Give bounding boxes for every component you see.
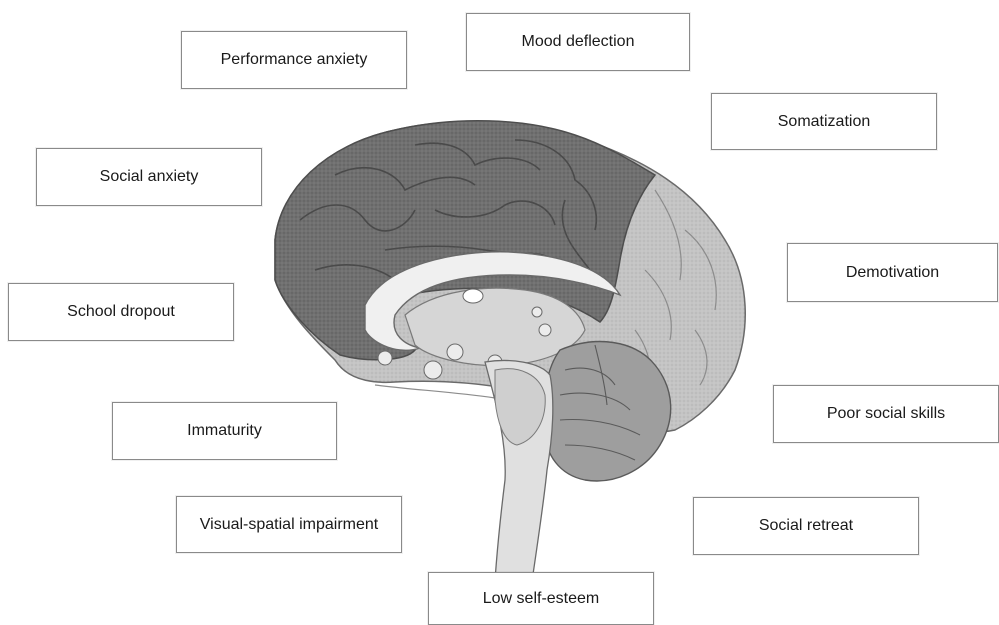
mood-deflection-box: Mood deflection: [466, 13, 690, 71]
demotivation-box: Demotivation: [787, 243, 998, 302]
cerebellum-shape: [544, 342, 670, 481]
school-dropout-box: School dropout: [8, 283, 234, 341]
social-anxiety-box: Social anxiety: [36, 148, 262, 206]
social-retreat-box: Social retreat: [693, 497, 919, 555]
ventricle-shape: [463, 289, 483, 303]
low-self-esteem-box: Low self-esteem: [428, 572, 654, 625]
poor-social-skills-box: Poor social skills: [773, 385, 999, 443]
visual-spatial-impairment-box: Visual-spatial impairment: [176, 496, 402, 553]
immaturity-box: Immaturity: [112, 402, 337, 460]
somatization-box: Somatization: [711, 93, 937, 150]
performance-anxiety-box: Performance anxiety: [181, 31, 407, 89]
